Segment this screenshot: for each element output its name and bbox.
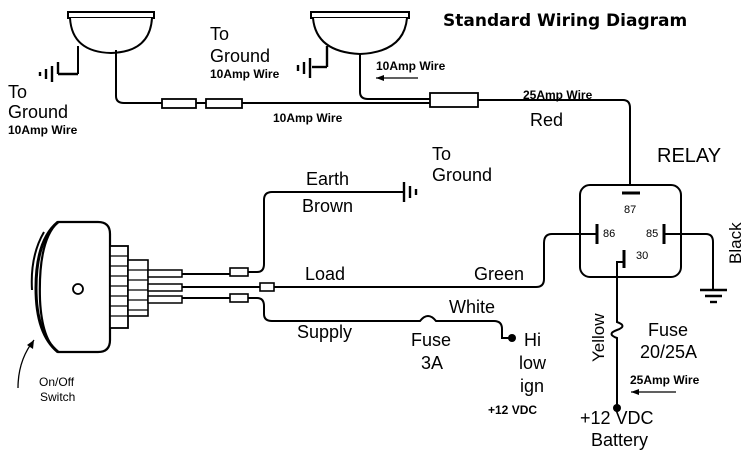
battery-feed-arrow-icon <box>631 389 676 395</box>
earth-label: Earth <box>306 169 349 189</box>
red-wire-label: Red <box>530 110 563 130</box>
load-label: Load <box>305 264 345 284</box>
switch-label-line2: Switch <box>40 390 75 404</box>
battery-feed-wire <box>610 261 624 412</box>
left-lamp-icon <box>67 11 155 55</box>
lamp-link-wire-label: 10Amp Wire <box>273 111 343 125</box>
black-wire-label: Black <box>726 222 745 264</box>
relay-fuse-rating: 20/25A <box>640 342 697 362</box>
yellow-wire-label: Yellow <box>589 313 608 362</box>
earth-ground-to-label: To <box>432 144 451 164</box>
relay-ground-wire <box>664 233 727 304</box>
left-ground-label: Ground <box>8 102 68 122</box>
earth-ground-label: Ground <box>432 165 492 185</box>
left-ground-to-label: To <box>8 82 27 102</box>
right-ground-wire-label: 10Amp Wire <box>210 67 280 81</box>
inline-fuse-icon <box>429 92 479 108</box>
battery-label: Battery <box>591 430 648 450</box>
right-lamp-ground-icon <box>296 46 329 78</box>
earth-wire <box>246 182 418 273</box>
relay-pin-30-label: 30 <box>636 250 648 262</box>
switch-fuse-label: Fuse <box>411 330 451 350</box>
ignition-voltage-label: +12 VDC <box>488 403 537 417</box>
relay-label: RELAY <box>657 145 721 167</box>
switch-label-line1: On/Off <box>39 375 75 389</box>
left-ground-wire-label: 10Amp Wire <box>8 123 78 137</box>
supply-label: Supply <box>297 322 352 342</box>
relay-pin-87-label: 87 <box>624 204 636 216</box>
red-feed-wire <box>478 99 631 188</box>
battery-voltage-label: +12 VDC <box>580 408 654 428</box>
green-wire-label: Green <box>474 264 524 284</box>
lamp-link-wire <box>115 50 430 109</box>
left-lamp-ground-icon <box>38 46 79 82</box>
right-lamp-feed-wire-label: 10Amp Wire <box>376 59 446 73</box>
right-lamp-icon <box>310 11 410 56</box>
relay-box <box>579 184 682 278</box>
ignition-low-label: low <box>519 353 547 373</box>
ignition-ign-label: ign <box>520 376 544 396</box>
relay-pin-86-label: 86 <box>603 228 615 240</box>
rocker-switch-icon <box>30 220 183 354</box>
ignition-hi-label: Hi <box>524 330 541 350</box>
relay-pin-85-label: 85 <box>646 228 658 240</box>
feed-arrow-icon <box>376 75 418 81</box>
relay-fuse-label: Fuse <box>648 320 688 340</box>
green-load-wire <box>272 233 597 288</box>
supply-wire <box>246 297 516 342</box>
switch-pointer-arrow-icon <box>17 339 35 389</box>
white-wire-label: White <box>449 297 495 317</box>
right-ground-label: Ground <box>210 46 270 66</box>
relay-feed-wire-label: 25Amp Wire <box>523 88 593 102</box>
right-ground-to-label: To <box>210 24 229 44</box>
diagram-title: Standard Wiring Diagram <box>443 11 687 31</box>
right-lamp-feed-wire <box>359 54 430 100</box>
battery-feed-wire-label: 25Amp Wire <box>630 373 700 387</box>
switch-fuse-rating: 3A <box>421 353 443 373</box>
brown-wire-label: Brown <box>302 196 353 216</box>
switch-connectors <box>182 267 275 303</box>
